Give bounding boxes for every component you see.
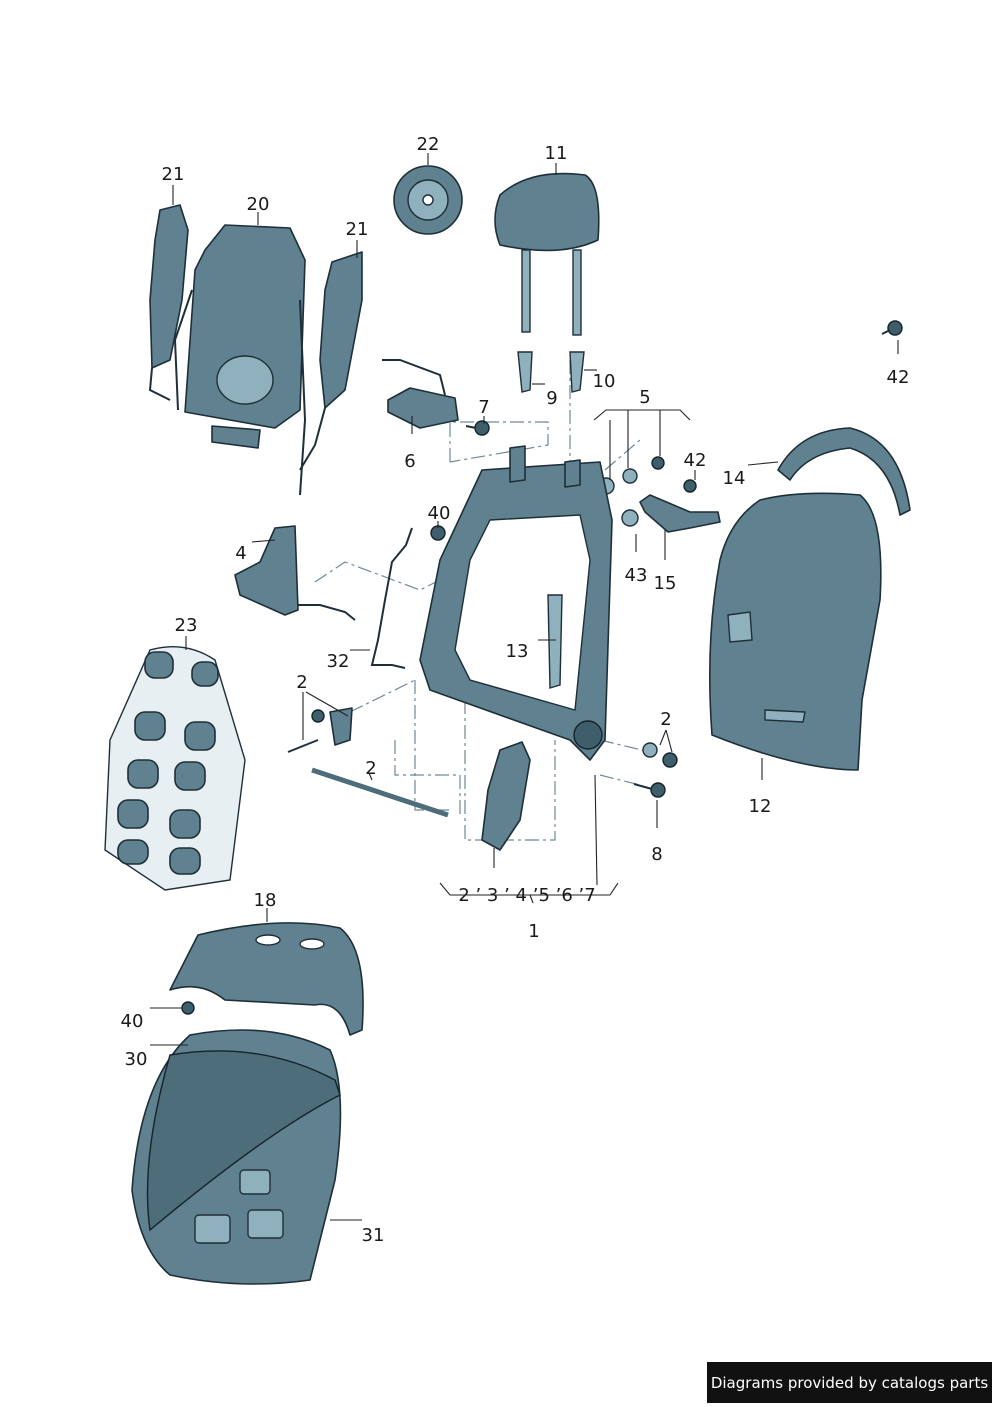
fasteners-left <box>287 707 353 753</box>
callout-5: 5 <box>639 387 651 408</box>
mount-bracket <box>621 494 721 533</box>
speaker <box>393 165 463 235</box>
backrest-frame <box>419 445 613 761</box>
callout-42-bracket: 42 <box>683 450 707 471</box>
callout-43: 43 <box>624 565 648 586</box>
bowden-cable <box>370 527 413 669</box>
group-list: 2 ’ 3 ’ 4 ’5 ’6 ’7 <box>458 885 596 906</box>
callout-13: 13 <box>505 641 529 662</box>
credit-banner: Diagrams provided by catalogs parts <box>707 1362 992 1403</box>
callout-23: 23 <box>174 615 198 636</box>
nuts-right <box>633 742 678 798</box>
callout-11: 11 <box>544 143 568 164</box>
callout-2-rod: 2 <box>365 758 377 779</box>
callout-2-right: 2 <box>660 709 672 730</box>
upper-trim <box>777 427 911 516</box>
seat-cover <box>131 1029 342 1285</box>
callout-42-top: 42 <box>886 367 910 388</box>
side-airbag-left <box>148 204 189 401</box>
screw-7 <box>465 420 490 436</box>
heating-mat <box>104 645 246 891</box>
backrest-panel <box>173 224 307 496</box>
bushings <box>597 456 697 495</box>
callout-15: 15 <box>653 573 677 594</box>
callout-18: 18 <box>253 890 277 911</box>
cushion-trim <box>169 922 364 1036</box>
clip-40-bottom <box>181 1001 195 1015</box>
cross-rod <box>311 767 449 818</box>
callout-10: 10 <box>592 371 616 392</box>
clip-40-top <box>430 525 446 541</box>
callout-12: 12 <box>748 796 772 817</box>
rear-panel <box>708 492 882 771</box>
callout-14: 14 <box>722 468 746 489</box>
connector-bracket <box>382 359 459 429</box>
callout-2-left: 2 <box>296 672 308 693</box>
headrest-guides <box>517 351 585 393</box>
callout-9: 9 <box>546 388 558 409</box>
callout-7: 7 <box>478 397 490 418</box>
callout-40-top: 40 <box>427 503 451 524</box>
recliner-mechanism <box>234 525 356 621</box>
callout-6: 6 <box>404 451 416 472</box>
screw-42-top <box>881 320 903 336</box>
callout-31: 31 <box>361 1225 385 1246</box>
callout-21-right: 21 <box>345 219 369 240</box>
callout-8: 8 <box>651 844 663 865</box>
callout-32: 32 <box>326 651 350 672</box>
callout-4: 4 <box>235 543 247 564</box>
callout-30: 30 <box>124 1049 148 1070</box>
callout-21-left: 21 <box>161 164 185 185</box>
lumbar-adjuster <box>481 741 531 851</box>
side-airbag-right <box>299 251 363 471</box>
leader-lines <box>150 153 899 1221</box>
callout-1: 1 <box>528 921 540 942</box>
callout-20: 20 <box>246 194 270 215</box>
headrest <box>494 172 600 336</box>
callout-22: 22 <box>416 134 440 155</box>
callout-40-bottom: 40 <box>120 1011 144 1032</box>
